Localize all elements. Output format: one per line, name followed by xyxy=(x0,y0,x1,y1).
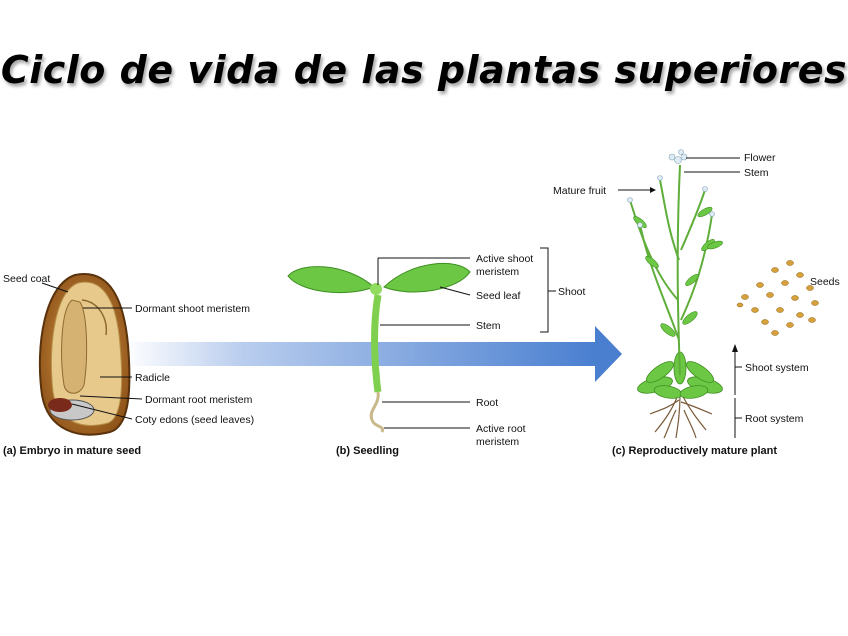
label-active-shoot-meristem-1: Active shoot xyxy=(476,253,533,265)
caption-embryo: (a) Embryo in mature seed xyxy=(3,445,141,457)
label-radicle: Radicle xyxy=(135,372,170,384)
mature-plant-illustration xyxy=(628,150,725,439)
label-root-system: Root system xyxy=(745,413,804,425)
caption-mature-plant: (c) Reproductively mature plant xyxy=(612,445,777,457)
label-active-shoot-meristem-2: meristem xyxy=(476,266,519,278)
label-cotyledons: Coty edons (seed leaves) xyxy=(135,414,254,426)
label-seed-leaf: Seed leaf xyxy=(476,290,520,302)
label-dormant-shoot-meristem: Dormant shoot meristem xyxy=(135,303,250,315)
label-active-root-meristem-2: meristem xyxy=(476,436,519,448)
label-flower: Flower xyxy=(744,152,776,164)
label-root: Root xyxy=(476,397,498,409)
label-shoot-system: Shoot system xyxy=(745,362,809,374)
label-mature-fruit: Mature fruit xyxy=(553,185,606,197)
label-plant-stem: Stem xyxy=(744,167,769,179)
seeds-cluster xyxy=(737,261,819,336)
label-dormant-root-meristem: Dormant root meristem xyxy=(145,394,253,406)
seed-illustration xyxy=(40,274,130,435)
label-seeds: Seeds xyxy=(810,276,840,288)
label-active-root-meristem-1: Active root xyxy=(476,423,526,435)
label-seed-coat: Seed coat xyxy=(3,273,50,285)
label-stem: Stem xyxy=(476,320,501,332)
caption-seedling: (b) Seedling xyxy=(336,445,399,457)
label-shoot: Shoot xyxy=(558,286,586,298)
